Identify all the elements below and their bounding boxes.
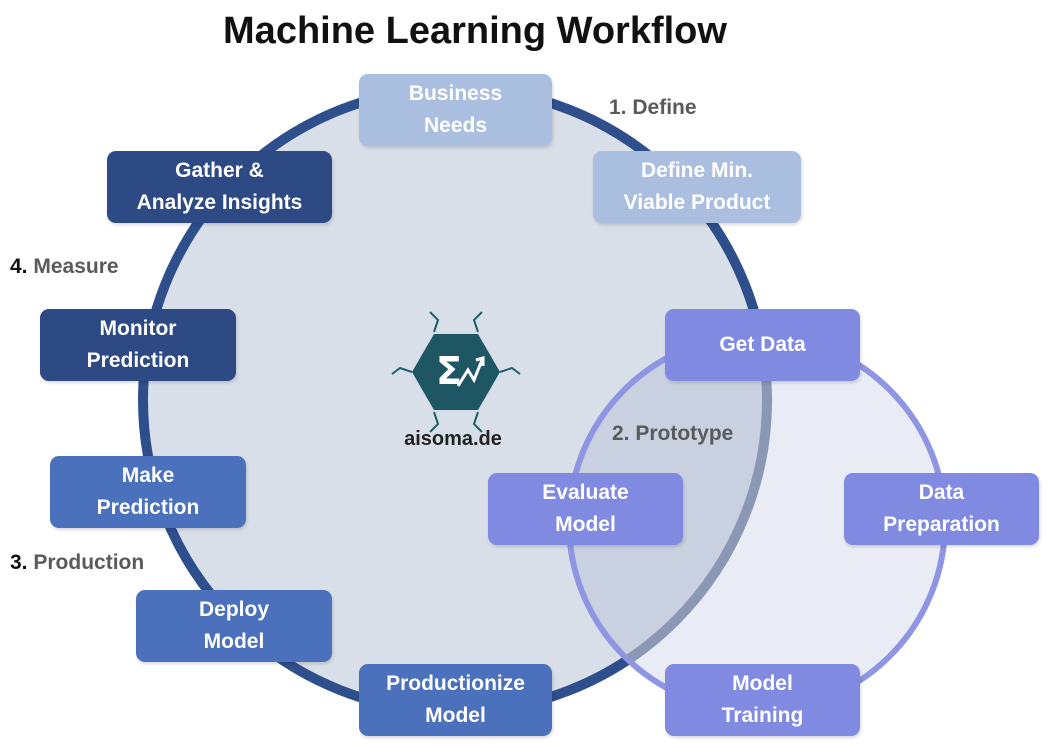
aisoma-logo-icon: Σ (391, 311, 521, 433)
prototype-cycle-overlap (569, 335, 767, 711)
brand-text: aisoma.de (404, 428, 502, 450)
phase-define-label: 1. Define (609, 96, 697, 119)
svg-text:Σ: Σ (436, 349, 462, 393)
node-business-needs: Business Needs (359, 74, 552, 146)
node-evaluate-model: Evaluate Model (488, 473, 683, 545)
node-deploy-model: Deploy Model (136, 590, 332, 662)
phase-prototype-label: 2. Prototype (612, 422, 734, 445)
node-productionize-model: Productionize Model (359, 664, 552, 736)
node-get-data: Get Data (665, 309, 860, 381)
node-data-preparation: Data Preparation (844, 473, 1039, 545)
node-monitor-prediction: Monitor Prediction (40, 309, 236, 381)
diagram-title: Machine Learning Workflow (223, 10, 727, 52)
node-gather-insights: Gather & Analyze Insights (107, 151, 332, 223)
phase-measure-label: 4. Measure (10, 255, 119, 278)
node-make-prediction: Make Prediction (50, 456, 246, 528)
node-model-training: Model Training (665, 664, 860, 736)
outer-ring-overlap (569, 335, 772, 711)
phase-production-label: 3. Production (10, 551, 145, 574)
node-define-mvp: Define Min. Viable Product (593, 151, 801, 223)
